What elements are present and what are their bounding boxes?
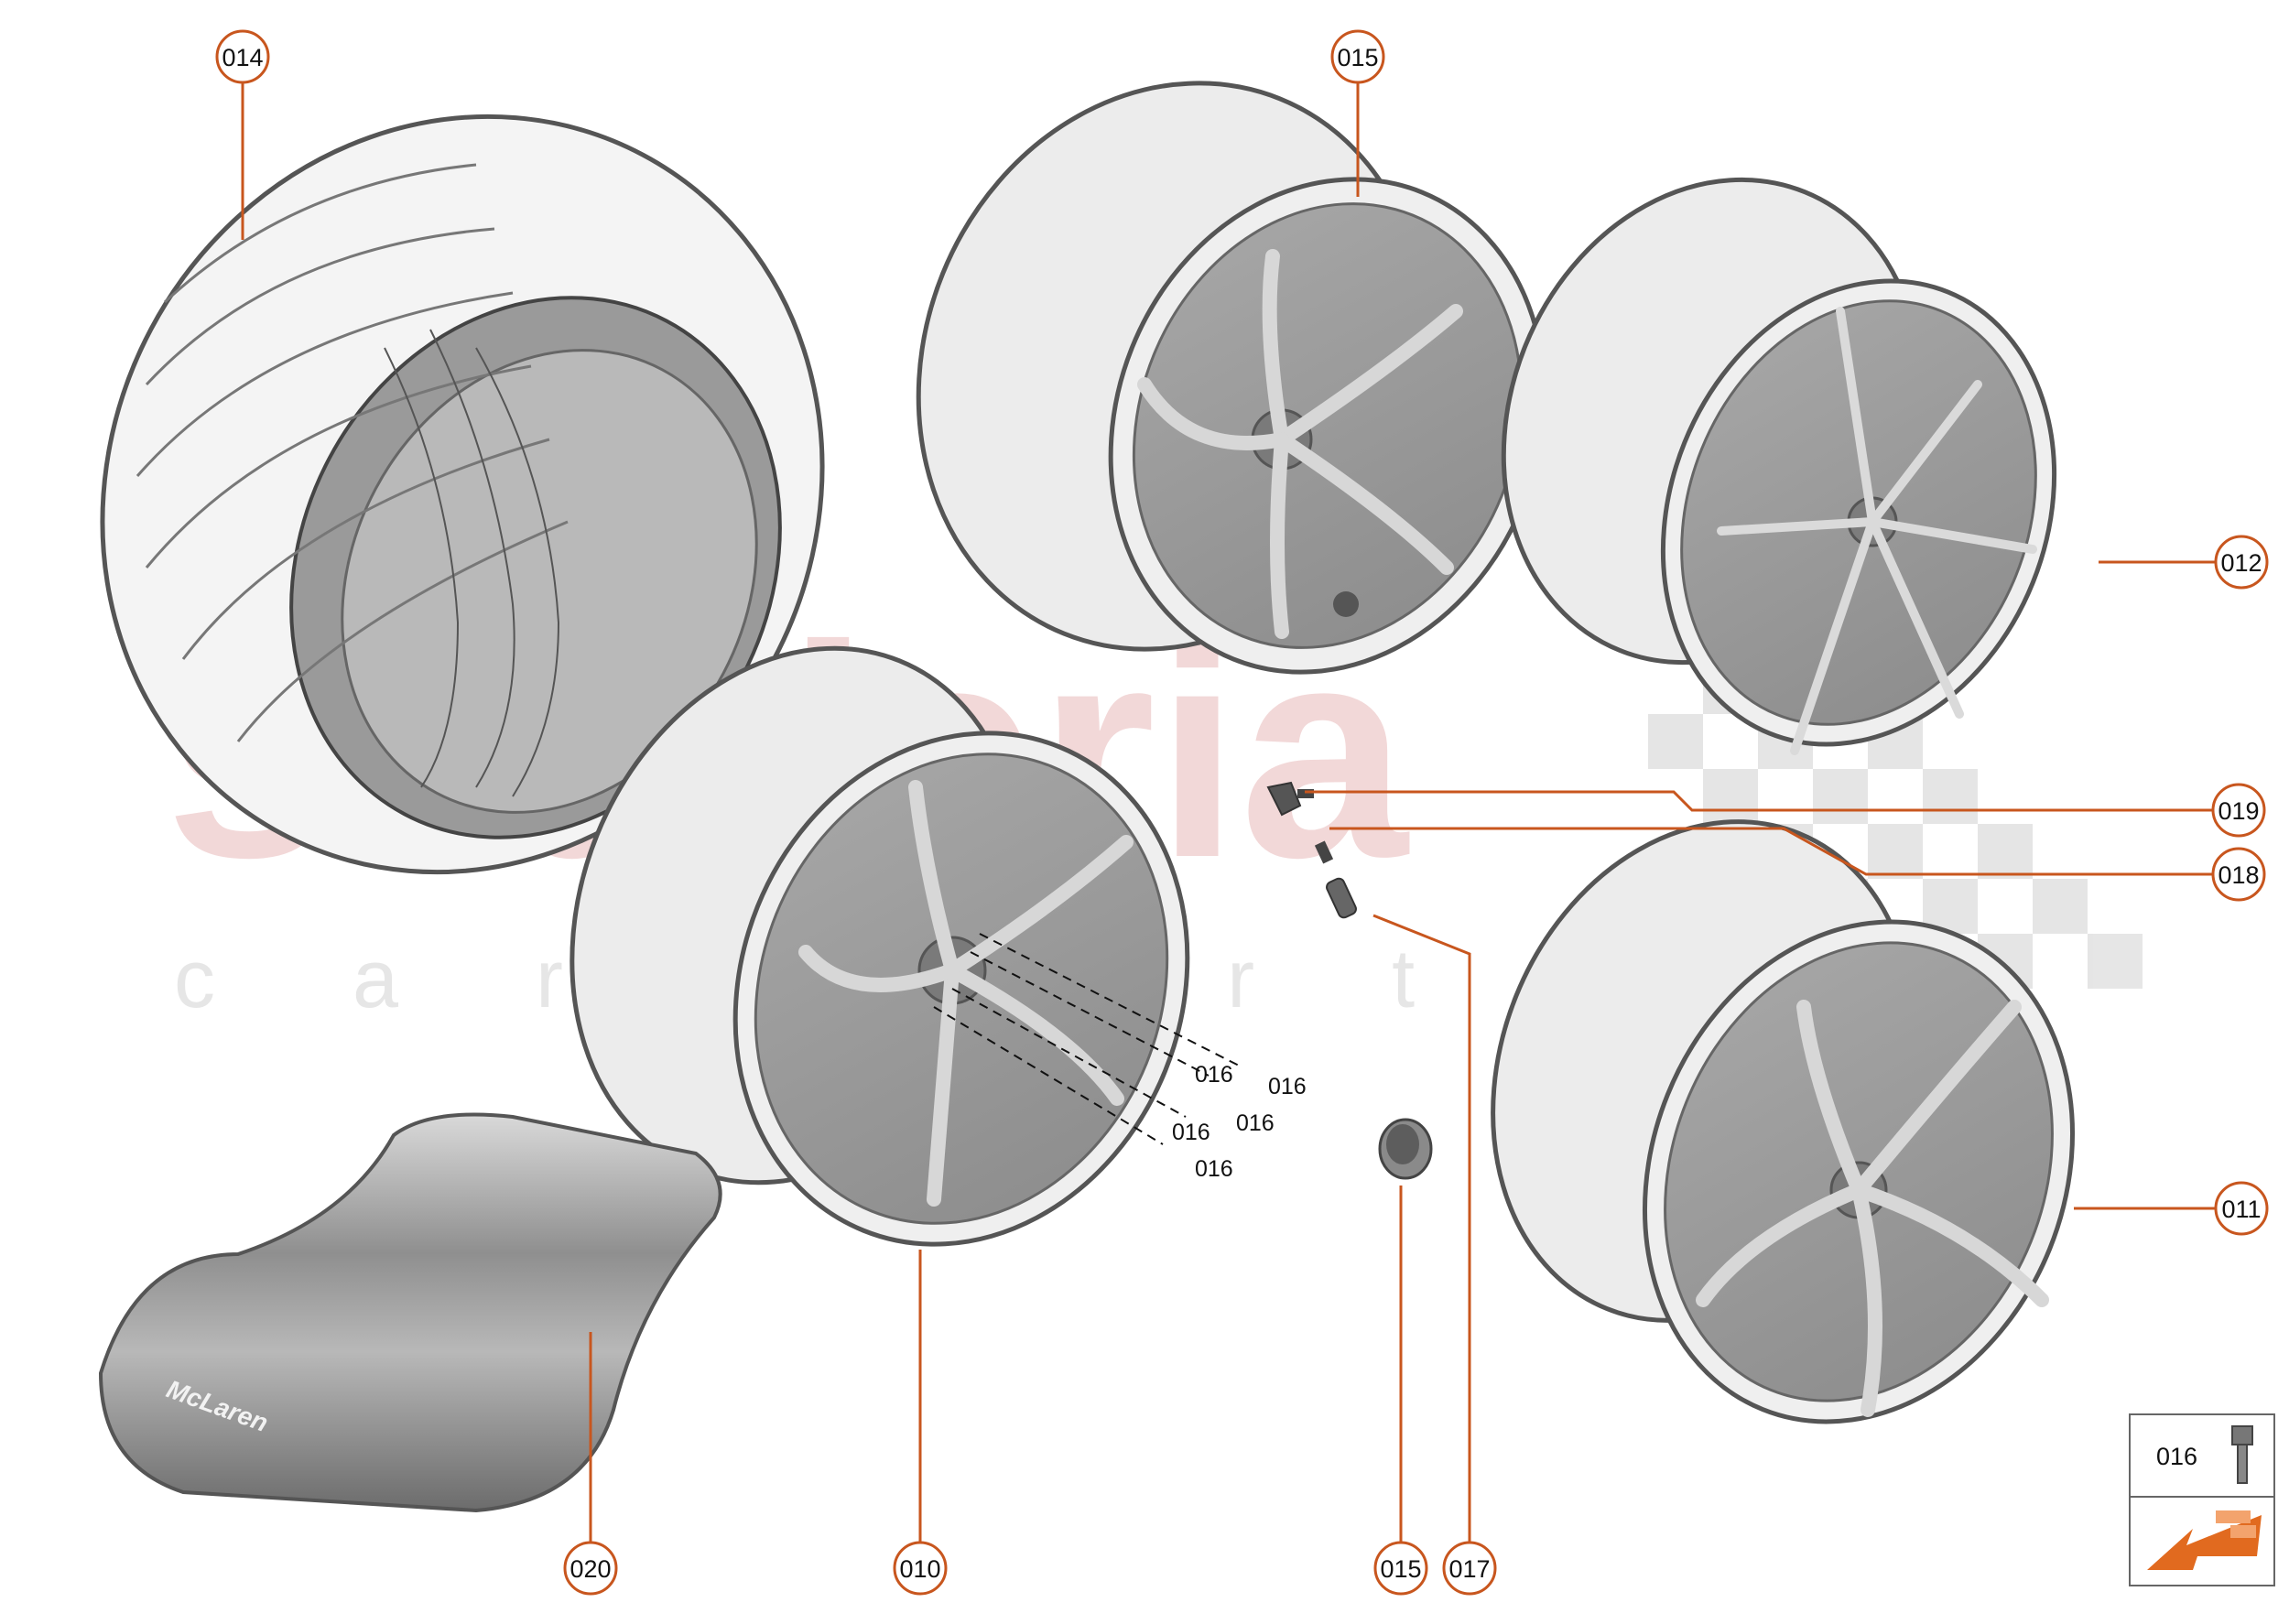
callout-018[interactable]: 018	[2211, 847, 2266, 902]
bolt-label[interactable]: 016	[1172, 1120, 1210, 1145]
wheel-010-illustration	[570, 645, 1242, 1247]
callout-leaders	[241, 82, 2216, 1543]
bolt-leader-lines	[933, 933, 1242, 1145]
wheel-015-illustration	[916, 81, 1547, 675]
tpms-sensor-illustration	[1266, 781, 1314, 817]
callout-010[interactable]: 010	[893, 1541, 948, 1596]
svg-text:012: 012	[2220, 549, 2262, 577]
wheel-012-illustration	[1501, 177, 2057, 755]
svg-text:020: 020	[570, 1555, 611, 1583]
key-box: 016	[2129, 1413, 2275, 1586]
centre-cap-illustration	[1378, 1118, 1433, 1180]
svg-text:015: 015	[1380, 1555, 1421, 1583]
callout-014[interactable]: 014	[215, 29, 270, 84]
callout-017[interactable]: 017	[1442, 1541, 1497, 1596]
svg-text:010: 010	[899, 1555, 940, 1583]
key-part-number: 016	[2156, 1443, 2197, 1470]
svg-text:014: 014	[222, 44, 263, 71]
valve-body-illustration	[1326, 877, 1357, 919]
wheel-011-illustration	[1491, 819, 2076, 1424]
bolt-label[interactable]: 016	[1195, 1062, 1233, 1088]
orange-arrow-icon[interactable]	[2147, 1510, 2262, 1570]
svg-text:015: 015	[1337, 44, 1378, 71]
callout-012[interactable]: 012	[2214, 535, 2269, 590]
bolt-label[interactable]: 016	[1268, 1074, 1307, 1099]
bolt-label[interactable]: 016	[1236, 1110, 1275, 1136]
bolt-labels: 016 016 016 016 016	[1172, 1062, 1307, 1182]
valve-core-illustration	[1314, 840, 1334, 864]
svg-text:017: 017	[1448, 1555, 1490, 1583]
svg-text:018: 018	[2218, 861, 2259, 889]
wheel-cover-illustration: McLaren	[98, 1112, 722, 1513]
svg-text:011: 011	[2221, 1196, 2261, 1223]
callout-015-top[interactable]: 015	[1330, 29, 1385, 84]
tyre-illustration	[100, 114, 825, 875]
callout-019[interactable]: 019	[2211, 783, 2266, 838]
bolt-icon	[2231, 1425, 2253, 1484]
callout-011[interactable]: 011	[2214, 1181, 2269, 1236]
callout-015-bottom[interactable]: 015	[1373, 1541, 1428, 1596]
bolt-label[interactable]: 016	[1195, 1156, 1233, 1182]
svg-text:019: 019	[2218, 797, 2259, 825]
callout-020[interactable]: 020	[563, 1541, 618, 1596]
